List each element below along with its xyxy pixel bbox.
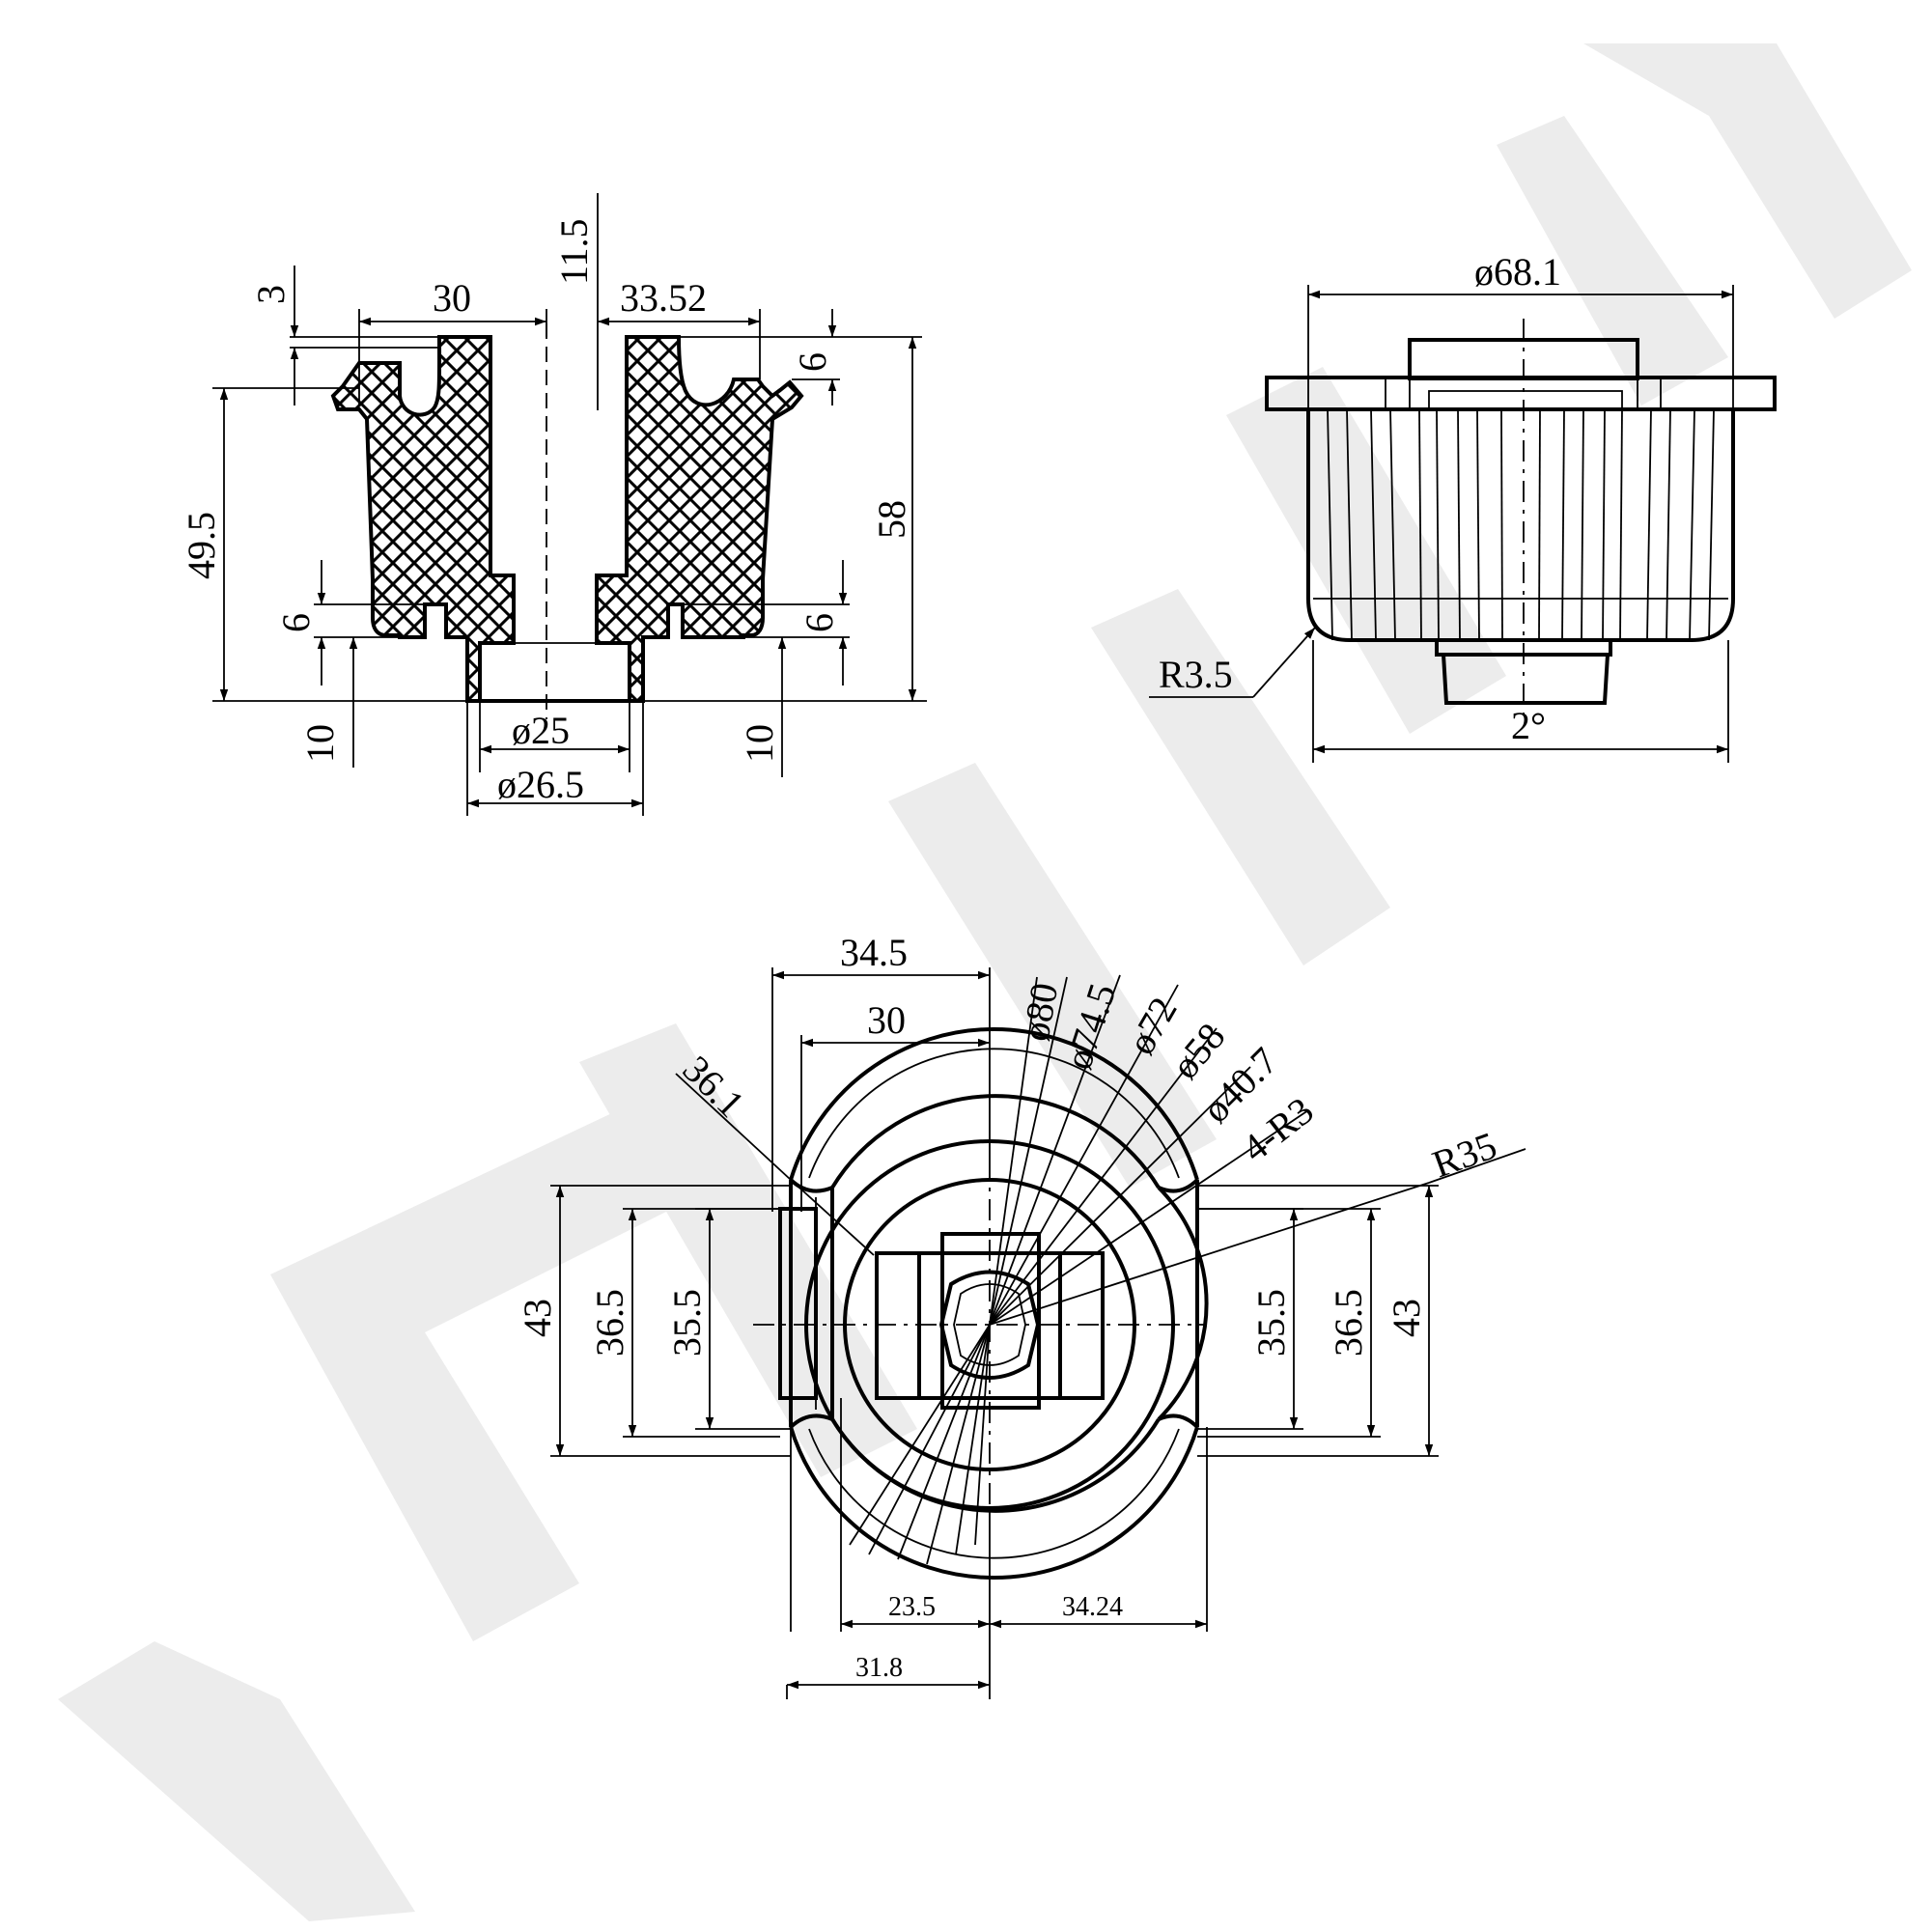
dim-10-right: 10 <box>738 724 781 763</box>
dim-43-right: 43 <box>1385 1299 1428 1337</box>
dim-6-left: 6 <box>274 613 318 632</box>
dim-angle-2: 2° <box>1511 704 1546 747</box>
section-left-hatch <box>330 335 516 703</box>
radial-leaders <box>849 974 1309 1565</box>
section-right-hatch <box>595 335 804 703</box>
dim-36-5-right: 36.5 <box>1327 1289 1370 1357</box>
dim-31-8: 31.8 <box>855 1653 903 1683</box>
section-view: 30 33.52 11.5 3 6 49.5 58 6 6 10 10 ø25 … <box>180 193 927 816</box>
dim-30-top-view: 30 <box>867 998 906 1042</box>
top-view: R35 36.1 ø80 ø74.5 ø72 ø58 ø40.7 4-R3 34… <box>516 931 1526 1699</box>
dim-58: 58 <box>870 500 913 539</box>
watermark-logo <box>58 43 1912 1921</box>
dim-30-top: 30 <box>433 276 471 320</box>
dim-phi80: ø80 <box>1014 980 1067 1045</box>
dim-34-5: 34.5 <box>840 931 908 974</box>
dim-33-52: 33.52 <box>620 276 707 320</box>
dim-35-5-right: 35.5 <box>1249 1289 1293 1357</box>
dim-11-5: 11.5 <box>552 218 596 285</box>
dim-phi25: ø25 <box>512 709 570 752</box>
dim-49-5: 49.5 <box>180 512 223 579</box>
dim-phi68-1: ø68.1 <box>1474 250 1561 294</box>
dim-34-24: 34.24 <box>1062 1592 1123 1622</box>
side-view: ø68.1 2° R3.5 <box>1149 250 1777 763</box>
side-view-ribs <box>1327 408 1715 641</box>
dim-3: 3 <box>249 285 293 304</box>
dim-r3-5: R3.5 <box>1159 653 1233 696</box>
dim-36-5-left: 36.5 <box>588 1289 631 1357</box>
dim-phi26-5: ø26.5 <box>497 763 584 806</box>
dim-10-left: 10 <box>298 724 342 763</box>
dim-35-5-left: 35.5 <box>665 1289 709 1357</box>
dim-6-right: 6 <box>798 613 841 632</box>
dim-r35: R35 <box>1427 1123 1502 1186</box>
dim-6-top-right: 6 <box>791 352 834 372</box>
dim-43-left: 43 <box>516 1299 559 1337</box>
dim-23-5: 23.5 <box>888 1592 936 1622</box>
